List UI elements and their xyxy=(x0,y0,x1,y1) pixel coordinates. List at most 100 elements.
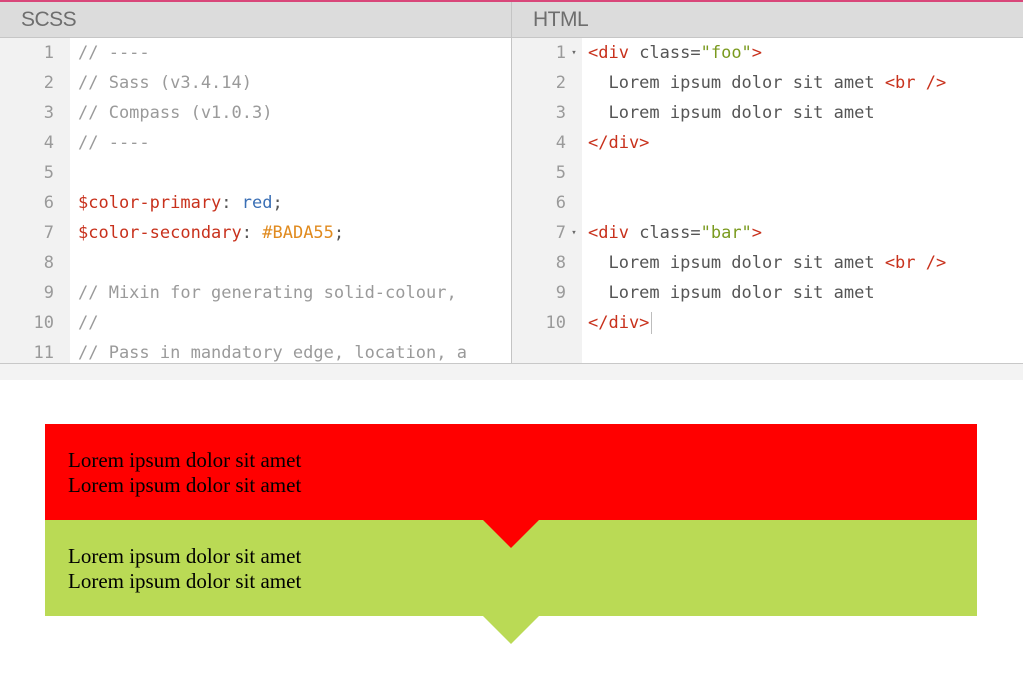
fold-spacer xyxy=(566,158,582,188)
html-code-line[interactable]: 9 Lorem ipsum dolor sit amet xyxy=(512,278,1023,308)
line-number: 1 xyxy=(43,43,54,63)
line-number: 1 xyxy=(555,43,566,63)
line-number: 10 xyxy=(545,313,566,333)
code-token: Lorem ipsum dolor sit amet xyxy=(588,253,885,273)
code-text[interactable] xyxy=(70,248,78,278)
fold-spacer xyxy=(54,68,70,98)
code-text[interactable]: <div class="bar"> xyxy=(582,218,762,248)
html-code-line[interactable]: 4 </div> xyxy=(512,128,1023,158)
code-text[interactable]: // ---- xyxy=(70,128,150,158)
preview-bar-box: Lorem ipsum dolor sit amet Lorem ipsum d… xyxy=(45,520,977,616)
pane-resize-divider[interactable] xyxy=(0,364,1023,380)
html-code-lines[interactable]: 1 ▾ <div class="foo">2 Lorem ipsum dolor s… xyxy=(512,38,1023,338)
scss-code-line[interactable]: 7$color-secondary: #BADA55; xyxy=(0,218,511,248)
line-number: 4 xyxy=(43,133,54,153)
rendered-preview: Lorem ipsum dolor sit amet Lorem ipsum d… xyxy=(0,380,1023,681)
code-text[interactable]: // Sass (v3.4.14) xyxy=(70,68,252,98)
bar-arrow-pointer xyxy=(483,616,539,644)
scss-code-line[interactable]: 4 // ---- xyxy=(0,128,511,158)
fold-caret-icon[interactable]: ▾ xyxy=(571,48,577,58)
code-token: class= xyxy=(639,223,701,243)
scss-code-area[interactable]: 1 // ---- 2// Sass (v3.4.14)3// Compass (v… xyxy=(0,38,511,363)
scss-code-lines[interactable]: 1 // ---- 2// Sass (v3.4.14)3// Compass (v… xyxy=(0,38,511,363)
code-token: #BADA55 xyxy=(262,223,334,243)
fold-spacer xyxy=(54,188,70,218)
code-token: : xyxy=(221,193,242,213)
code-text[interactable]: </div> xyxy=(582,308,653,338)
html-code-area[interactable]: 1 ▾ <div class="foo">2 Lorem ipsum dolor s… xyxy=(512,38,1023,363)
html-pane-title[interactable]: HTML xyxy=(512,2,1023,38)
fold-spacer xyxy=(54,158,70,188)
fold-spacer xyxy=(566,128,582,158)
code-token: // ---- xyxy=(78,133,150,153)
scss-code-line[interactable]: 1 // ---- xyxy=(0,38,511,68)
code-token: : xyxy=(241,223,263,243)
code-token: > xyxy=(751,223,763,243)
line-number: 11 xyxy=(33,343,54,363)
code-token: class= xyxy=(639,43,701,63)
scss-code-line[interactable]: 9// Mixin for generating solid-colour, xyxy=(0,278,511,308)
code-text[interactable] xyxy=(582,158,588,188)
code-text[interactable]: $color-secondary: #BADA55; xyxy=(70,218,344,248)
scss-pane-title[interactable]: SCSS xyxy=(0,2,511,38)
code-text[interactable] xyxy=(582,188,588,218)
html-code-line[interactable]: 10 </div> xyxy=(512,308,1023,338)
code-token: Lorem ipsum dolor sit amet xyxy=(588,283,875,303)
line-number: 6 xyxy=(43,193,54,213)
editor-panes: SCSS 1 // ---- 2// Sass (v3.4.14)3// Compa… xyxy=(0,2,1023,364)
foo-line-2: Lorem ipsum dolor sit amet xyxy=(68,473,302,497)
line-number: 8 xyxy=(43,253,54,273)
scss-code-line[interactable]: 5 xyxy=(0,158,511,188)
html-code-line[interactable]: 6 xyxy=(512,188,1023,218)
html-code-line[interactable]: 5 xyxy=(512,158,1023,188)
code-text[interactable]: // Pass in mandatory edge, location, a xyxy=(70,338,467,363)
bar-line-1: Lorem ipsum dolor sit amet xyxy=(68,544,302,568)
html-code-line[interactable]: 7▾<div class="bar"> xyxy=(512,218,1023,248)
text-cursor xyxy=(651,312,653,334)
line-number: 9 xyxy=(555,283,566,303)
code-text[interactable]: Lorem ipsum dolor sit amet <br /> xyxy=(582,248,946,278)
code-token: Lorem ipsum dolor sit amet xyxy=(588,103,875,123)
code-token: // Compass (v1.0.3) xyxy=(78,103,273,123)
code-token: <br /> xyxy=(884,73,947,93)
code-token: red xyxy=(241,193,273,213)
scss-code-line[interactable]: 8 xyxy=(0,248,511,278)
code-token: // Pass in mandatory edge, location, a xyxy=(78,343,467,363)
code-token: ; xyxy=(333,223,345,243)
html-code-line[interactable]: 3 Lorem ipsum dolor sit amet xyxy=(512,98,1023,128)
scss-code-line[interactable]: 3// Compass (v1.0.3) xyxy=(0,98,511,128)
code-token: // ---- xyxy=(78,43,150,63)
html-code-line[interactable]: 2 Lorem ipsum dolor sit amet <br /> xyxy=(512,68,1023,98)
code-token: "bar" xyxy=(700,223,752,243)
code-text[interactable]: // Mixin for generating solid-colour, xyxy=(70,278,457,308)
fold-caret-icon[interactable]: ▾ xyxy=(571,228,577,238)
code-text[interactable]: Lorem ipsum dolor sit amet xyxy=(582,98,875,128)
scss-pane: SCSS 1 // ---- 2// Sass (v3.4.14)3// Compa… xyxy=(0,2,512,363)
fold-spacer xyxy=(54,98,70,128)
code-text[interactable]: $color-primary: red; xyxy=(70,188,283,218)
fold-spacer xyxy=(566,278,582,308)
fold-spacer xyxy=(566,68,582,98)
code-text[interactable]: </div> xyxy=(582,128,649,158)
html-code-line[interactable]: 8 Lorem ipsum dolor sit amet <br /> xyxy=(512,248,1023,278)
scss-code-line[interactable]: 10// xyxy=(0,308,511,338)
code-text[interactable]: Lorem ipsum dolor sit amet xyxy=(582,278,875,308)
scss-code-line[interactable]: 2// Sass (v3.4.14) xyxy=(0,68,511,98)
code-text[interactable]: <div class="foo"> xyxy=(582,38,762,68)
fold-spacer xyxy=(54,38,70,68)
fold-spacer xyxy=(566,188,582,218)
code-text[interactable]: // xyxy=(70,308,98,338)
scss-code-line[interactable]: 11 // Pass in mandatory edge, location, a xyxy=(0,338,511,363)
code-text[interactable]: // ---- xyxy=(70,38,150,68)
code-text[interactable]: // Compass (v1.0.3) xyxy=(70,98,272,128)
fold-spacer xyxy=(54,338,70,363)
line-number: 4 xyxy=(555,133,566,153)
code-token: <br /> xyxy=(884,253,947,273)
code-token: $color-secondary xyxy=(78,223,242,243)
code-text[interactable] xyxy=(70,158,78,188)
scss-code-line[interactable]: 6 $color-primary: red; xyxy=(0,188,511,218)
code-text[interactable]: Lorem ipsum dolor sit amet <br /> xyxy=(582,68,946,98)
html-code-line[interactable]: 1 ▾ <div class="foo"> xyxy=(512,38,1023,68)
code-token: // Sass (v3.4.14) xyxy=(78,73,252,93)
fold-spacer xyxy=(54,128,70,158)
